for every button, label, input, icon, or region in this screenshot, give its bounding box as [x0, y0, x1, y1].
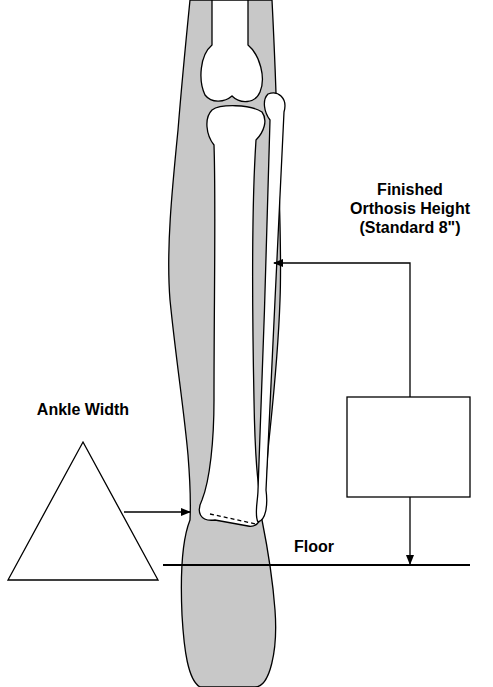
triangle-node: Ankle Width — [3, 400, 163, 584]
square-node: Finished Orthosis Height (Standard 8") — [330, 180, 490, 501]
floor-line — [163, 564, 470, 566]
node-label: Finished Orthosis Height (Standard 8") — [330, 180, 490, 237]
tibia — [199, 106, 265, 527]
femur — [201, 0, 262, 102]
triangle-shape — [3, 400, 163, 584]
node-label: Ankle Width — [3, 400, 163, 419]
leader-arrow — [124, 511, 190, 512]
floor-label: Floor — [292, 538, 336, 556]
leader-arrow — [409, 497, 410, 564]
leader-arrow — [274, 263, 410, 397]
fibula — [256, 93, 285, 522]
